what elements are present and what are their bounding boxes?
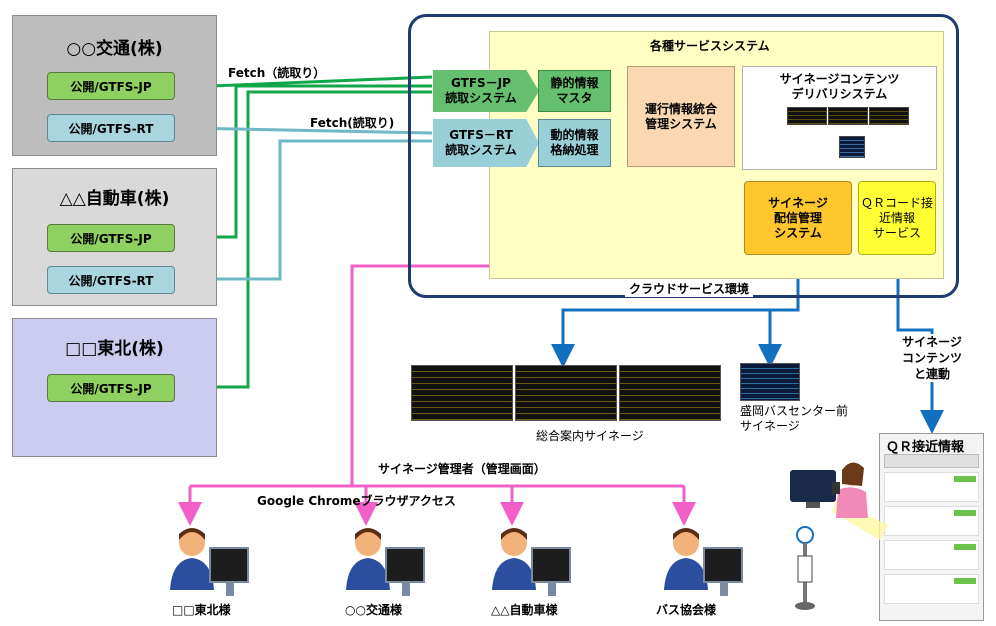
morioka-signage-screen <box>740 363 800 401</box>
admin-label: サイネージ管理者（管理画面） <box>378 462 546 476</box>
user-icon <box>664 528 743 596</box>
fetch-label-rt: Fetch(読取り) <box>310 116 395 130</box>
fetch-line-rt-2 <box>180 139 432 291</box>
gtfs-jp-button[interactable]: 公開/GTFS-JP <box>47 72 175 100</box>
signage-link-label: サイネージ コンテンツ と連動 <box>902 334 963 382</box>
static-master: 静的情報 マスタ <box>538 70 611 112</box>
user-name: ○○交通様 <box>345 603 402 617</box>
qr-title: ＱＲ接近情報 <box>886 440 965 455</box>
signage-mgmt-system: サイネージ 配信管理 システム <box>744 181 852 255</box>
user-icon <box>492 528 571 596</box>
gtfs-rt-button[interactable]: 公開/GTFS-RT <box>47 266 175 294</box>
qr-service: ＱＲコード接 近情報 サービス <box>858 181 936 255</box>
gtfs-jp-reader: GTFS－JP 読取システム <box>433 70 539 112</box>
browser-label: Google Chromeブラウザアクセス <box>257 494 456 508</box>
monitor-icon <box>790 470 836 502</box>
company-box-1: ○○交通(株) 公開/GTFS-JP 公開/GTFS-RT <box>12 15 217 156</box>
gtfs-jp-button[interactable]: 公開/GTFS-JP <box>47 374 175 402</box>
qr-approach-panel: ＱＲ接近情報 <box>879 433 984 621</box>
user-name: □□東北様 <box>172 603 231 617</box>
delivery-screen <box>828 107 868 125</box>
general-signage-screen <box>619 365 721 421</box>
fetch-line-rt-1 <box>180 116 433 141</box>
gtfs-rt-reader: GTFS－RT 読取システム <box>433 119 539 167</box>
user-icon <box>170 528 249 596</box>
morioka-signage-label: 盛岡バスセンター前 サイネージ <box>740 404 849 433</box>
user-icon <box>346 528 425 596</box>
gtfs-jp-button[interactable]: 公開/GTFS-JP <box>47 224 175 252</box>
fetch-line-jp-3 <box>180 90 432 399</box>
delivery-title: サイネージコンテンツ デリバリシステム <box>779 72 900 101</box>
company-box-3: □□東北(株) 公開/GTFS-JP <box>12 318 217 457</box>
user-name: バス協会様 <box>656 603 717 617</box>
gtfs-rt-button[interactable]: 公開/GTFS-RT <box>47 114 175 142</box>
services-title: 各種サービスシステム <box>650 39 770 53</box>
integration-system: 運行情報統合 管理システム <box>627 66 735 167</box>
fetch-line-jp-1 <box>180 74 433 99</box>
company-name: △△自動車(株) <box>59 189 170 209</box>
company-name: □□東北(株) <box>65 339 164 359</box>
company-name: ○○交通(株) <box>66 39 163 59</box>
fetch-label-jp: Fetch（読取り） <box>228 66 326 80</box>
dynamic-store: 動的情報 格納処理 <box>538 119 611 167</box>
delivery-screen <box>839 136 865 158</box>
cloud-env-label: クラウドサービス環境 <box>625 280 754 297</box>
delivery-screen <box>869 107 909 125</box>
delivery-screen <box>787 107 827 125</box>
user-name: △△自動車様 <box>491 603 558 617</box>
general-signage-screen <box>515 365 617 421</box>
general-signage-label: 総合案内サイネージ <box>536 429 644 443</box>
company-box-2: △△自動車(株) 公開/GTFS-JP 公開/GTFS-RT <box>12 168 217 306</box>
general-signage-screen <box>411 365 513 421</box>
